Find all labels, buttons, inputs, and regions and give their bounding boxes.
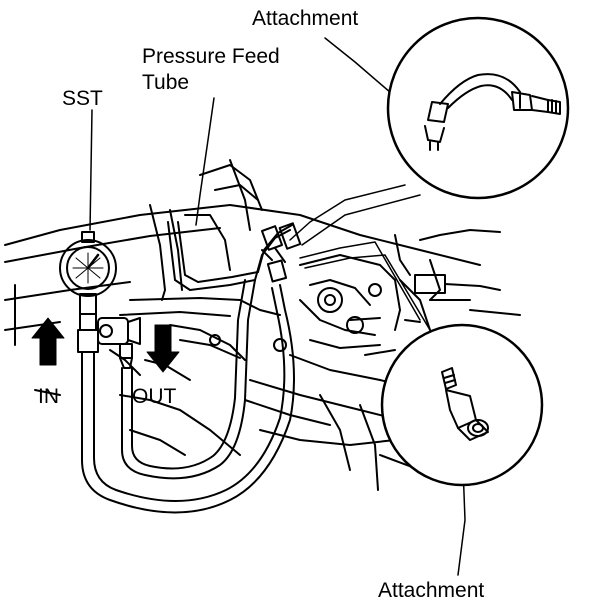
leader-pressure-feed: [195, 97, 215, 226]
leader-to-top-circle: [289, 184, 406, 241]
attachment-fitting-icon: [441, 367, 489, 441]
label-out: OUT: [132, 385, 177, 408]
attachment-elbow-icon: [424, 73, 561, 151]
label-pressure-feed-line2: Tube: [142, 71, 190, 94]
out-arrow-icon: [146, 324, 180, 373]
pump-fittings: [261, 222, 302, 283]
label-attachment-top: Attachment: [252, 7, 359, 30]
sst-gauge: [59, 231, 117, 363]
detail-circle-top: [386, 16, 570, 200]
leader-attachment-top: [324, 37, 406, 106]
pressure-feed-tube: [167, 221, 293, 291]
out-hose: [121, 279, 256, 480]
label-attachment-bottom: Attachment: [378, 579, 485, 602]
leader-to-bottom-circle: [299, 241, 421, 321]
detail-circle-bottom: [380, 323, 544, 487]
leader-sst: [89, 109, 93, 231]
in-arrow-icon: [31, 317, 65, 366]
label-in: IN: [38, 385, 59, 408]
in-hose: [81, 284, 295, 514]
sst-valve: [97, 317, 141, 369]
label-pressure-feed-line1: Pressure Feed: [142, 45, 280, 68]
label-sst: SST: [62, 87, 103, 110]
